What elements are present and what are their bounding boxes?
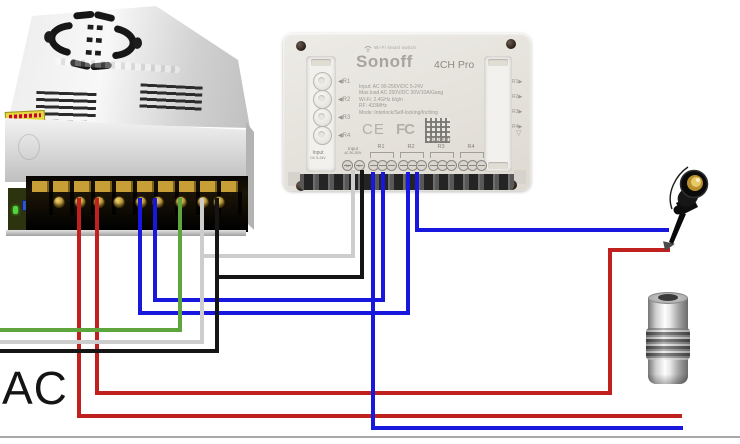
sonoff-corner-screw [506,39,516,49]
spec-line: Max.load AC 250V/DC 30V/10A/Gang [359,90,444,97]
qr-code [425,118,450,143]
fcc-mark: FC [396,121,415,138]
strip-notch [311,59,331,66]
support-label: support [429,136,451,143]
relay-terminal-label: R3 [437,144,445,150]
sonoff-brand: Sonoff [356,52,413,71]
wire-blue-psu-r2 [138,311,410,315]
wire-white-neutral [200,198,204,344]
relay-terminal-screw [416,160,427,171]
sonoff-mount-tab [514,170,526,184]
button-label-r2: ◀R2 [338,97,351,103]
wire-white-neutral-branch [351,170,355,258]
wire-red-psu-tube [77,198,81,418]
psu-terminal-screw [113,196,125,208]
n-terminal: N [342,160,353,171]
wire-black-line-branch [215,275,364,279]
wire-red-psu-spot [95,198,99,395]
spotlight-cable [669,166,689,210]
button-label-r4: ◀R4 [338,133,351,139]
spec-line: Input: AC 90-250V/DC 5-24V [359,84,424,90]
ac-input-label: Input AC 90-250V [344,146,362,155]
ac-label: AC [2,362,68,414]
tube-ribs [646,328,690,360]
psu-side-face [246,122,254,230]
sonoff-right-slot [484,56,512,172]
wire-red-psu-spot [608,248,670,252]
wire-green-earth [178,198,182,332]
strip-notch [488,162,508,169]
relay-label-r3: R3▶ [512,109,523,115]
relay-terminal-label: R4 [467,144,475,150]
relay-terminal-label: R2 [407,144,415,150]
channel-button-4 [313,126,332,145]
power-supply [0,0,260,240]
tube-cap-hole [658,294,678,301]
channel-button-2 [313,90,332,109]
wire-blue-r2-spot [415,228,669,232]
fan-grille-icon [44,10,143,71]
relay-terminal-screw [446,160,457,171]
antenna-icon: ▽ [516,130,522,137]
wire-blue-psu-r1 [153,198,157,302]
wire-black-line [0,349,219,353]
relay-label-r1: R1▶ [512,79,523,85]
pcb-led [13,206,18,214]
spec-line: RF: 433MHz [359,103,388,110]
sonoff-model: 4CH Pro [434,59,475,71]
relay-terminal-screw [386,160,397,171]
wire-white-neutral-branch [200,254,355,258]
wire-red-psu-spot [608,248,612,395]
garden-spotlight [669,166,709,244]
psu-bottom-edge [6,230,246,236]
psu-front-panel [5,118,251,182]
tube-bottom-shade [648,374,688,384]
wire-red-psu-spot [95,391,612,395]
spec-line: Wi-Fi: 2.4GHz b/g/n [359,96,403,103]
adjust-dial-emboss [18,134,40,160]
terminal-bracket [460,152,484,158]
strip-notch [488,59,508,66]
wire-blue-r1-tube [371,172,375,430]
channel-button-1 [313,72,332,91]
wire-blue-psu-r2 [138,198,142,315]
spec-line: Mode: Interlock/Self-locking/Inching [359,109,438,116]
button-label-r3: ◀R3 [338,115,351,121]
terminal-bracket [400,152,424,158]
psu-terminal-screw [53,196,65,208]
terminal-bracket [370,152,394,158]
wire-blue-psu-r1 [153,298,385,302]
wire-red-psu-tube [77,414,682,418]
wire-black-line-branch [360,170,364,279]
relay-label-r2: R2▶ [512,94,523,100]
bollard-tube-light [646,292,690,390]
wire-white-neutral [0,340,204,344]
ce-mark: CE [362,121,385,138]
wifi-icon [364,46,372,52]
relay-terminal-screw [476,160,487,171]
button-label-r1: ◀R1 [338,79,351,85]
wire-blue-r2-spot [415,172,419,232]
dc-input-label: Input DC 5-24V [310,150,326,160]
psu-vent-slots [139,83,203,113]
wire-blue-r1-tube [371,426,683,430]
wire-blue-psu-r2 [406,172,410,315]
wire-green-earth [0,328,182,332]
l-terminal: L [354,160,365,171]
spotlight-knob [673,205,683,215]
wire-blue-psu-r1 [381,172,385,302]
channel-button-3 [313,108,332,127]
sonoff-specs: Input: AC 90-250V/DC 5-24V Max.load AC 2… [359,84,483,116]
sonoff-tagline: Wi-Fi smart switch [374,45,417,50]
relay-label-r4: R4▶ [512,124,523,130]
sonoff-corner-screw [296,41,306,51]
bottom-border [0,436,740,438]
terminal-bracket [430,152,454,158]
relay-terminal-label: R1 [377,144,385,150]
spotlight-spike [669,213,686,244]
